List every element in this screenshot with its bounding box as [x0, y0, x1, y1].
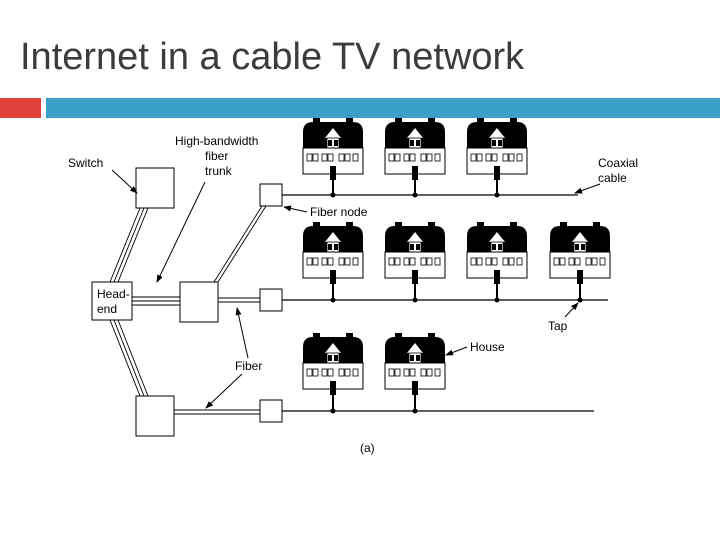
- headend-label-2: end: [97, 302, 117, 316]
- headend-box: [91, 281, 133, 321]
- switch-arrow: [111, 169, 138, 194]
- trunk-to-top-switch: [109, 207, 149, 283]
- trunk-label-1: High-bandwidth: [175, 134, 258, 148]
- coax-label-2: cable: [598, 171, 627, 185]
- accent-bar-blue: [46, 98, 720, 118]
- house: [384, 117, 446, 198]
- fiber-arrow-up: [235, 307, 249, 359]
- switch-middle: [179, 281, 219, 323]
- fiber-node-arrow: [283, 205, 308, 213]
- fiber-node-3: [259, 399, 283, 423]
- trunk-to-bottom-switch: [109, 319, 149, 397]
- diagram-caption: (a): [360, 441, 375, 455]
- house-arrow: [445, 346, 468, 356]
- fiber-node-2: [259, 288, 283, 312]
- house: [549, 221, 611, 303]
- tap-label: Tap: [548, 319, 568, 333]
- slide-title: Internet in a cable TV network: [20, 36, 525, 78]
- fiber-label: Fiber: [235, 359, 262, 373]
- fiber-node-label: Fiber node: [310, 205, 368, 219]
- fiber-node-1: [259, 183, 283, 207]
- house: [384, 221, 446, 303]
- trunk-label-3: trunk: [205, 164, 233, 178]
- house: [302, 332, 364, 414]
- house: [466, 117, 528, 198]
- trunk-label-2: fiber: [205, 149, 228, 163]
- coax-arrow: [574, 183, 601, 194]
- switch-label: Switch: [68, 156, 103, 170]
- fiber-arrow-down: [205, 373, 243, 409]
- house: [384, 332, 446, 414]
- house: [302, 117, 364, 198]
- tap-arrow: [564, 302, 579, 318]
- house: [466, 221, 528, 303]
- switch-bottom: [135, 395, 175, 437]
- house: [302, 221, 364, 303]
- coax-label-1: Coaxial: [598, 156, 638, 170]
- trunk-arrow: [156, 181, 206, 283]
- headend-label-1: Head-: [97, 287, 130, 301]
- switch-top: [135, 167, 175, 209]
- accent-bar-red: [0, 98, 41, 118]
- house-label: House: [470, 340, 505, 354]
- trunk-to-middle-switch: [132, 296, 180, 306]
